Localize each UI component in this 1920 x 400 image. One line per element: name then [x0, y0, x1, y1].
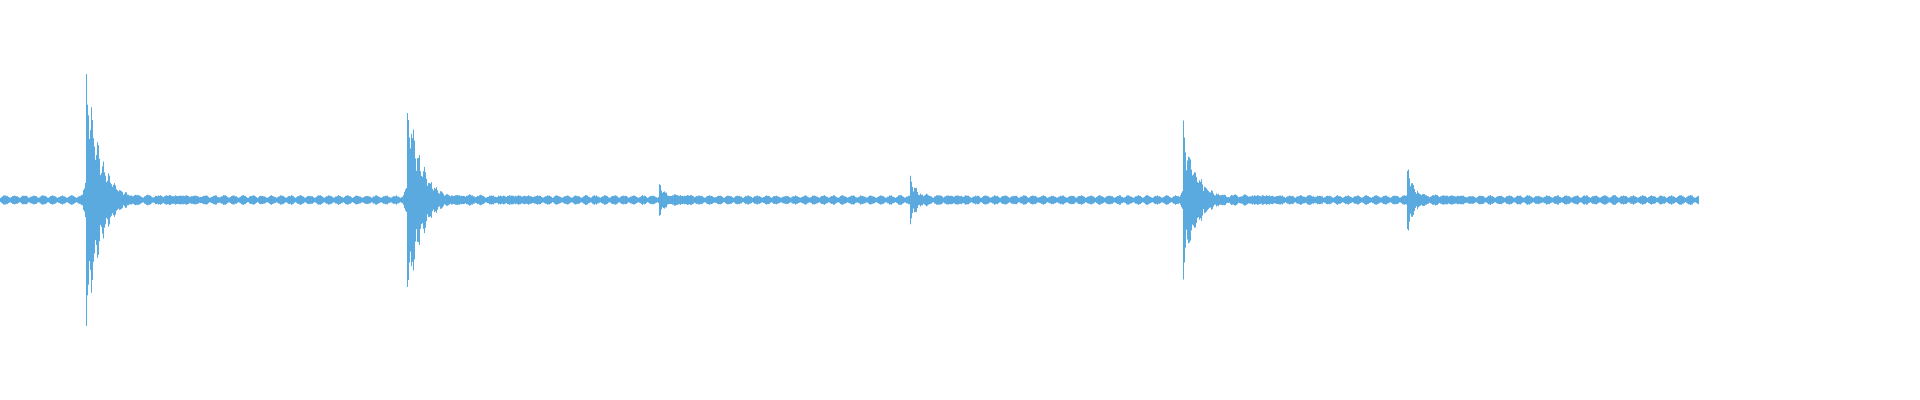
waveform-peaks — [0, 74, 1699, 326]
